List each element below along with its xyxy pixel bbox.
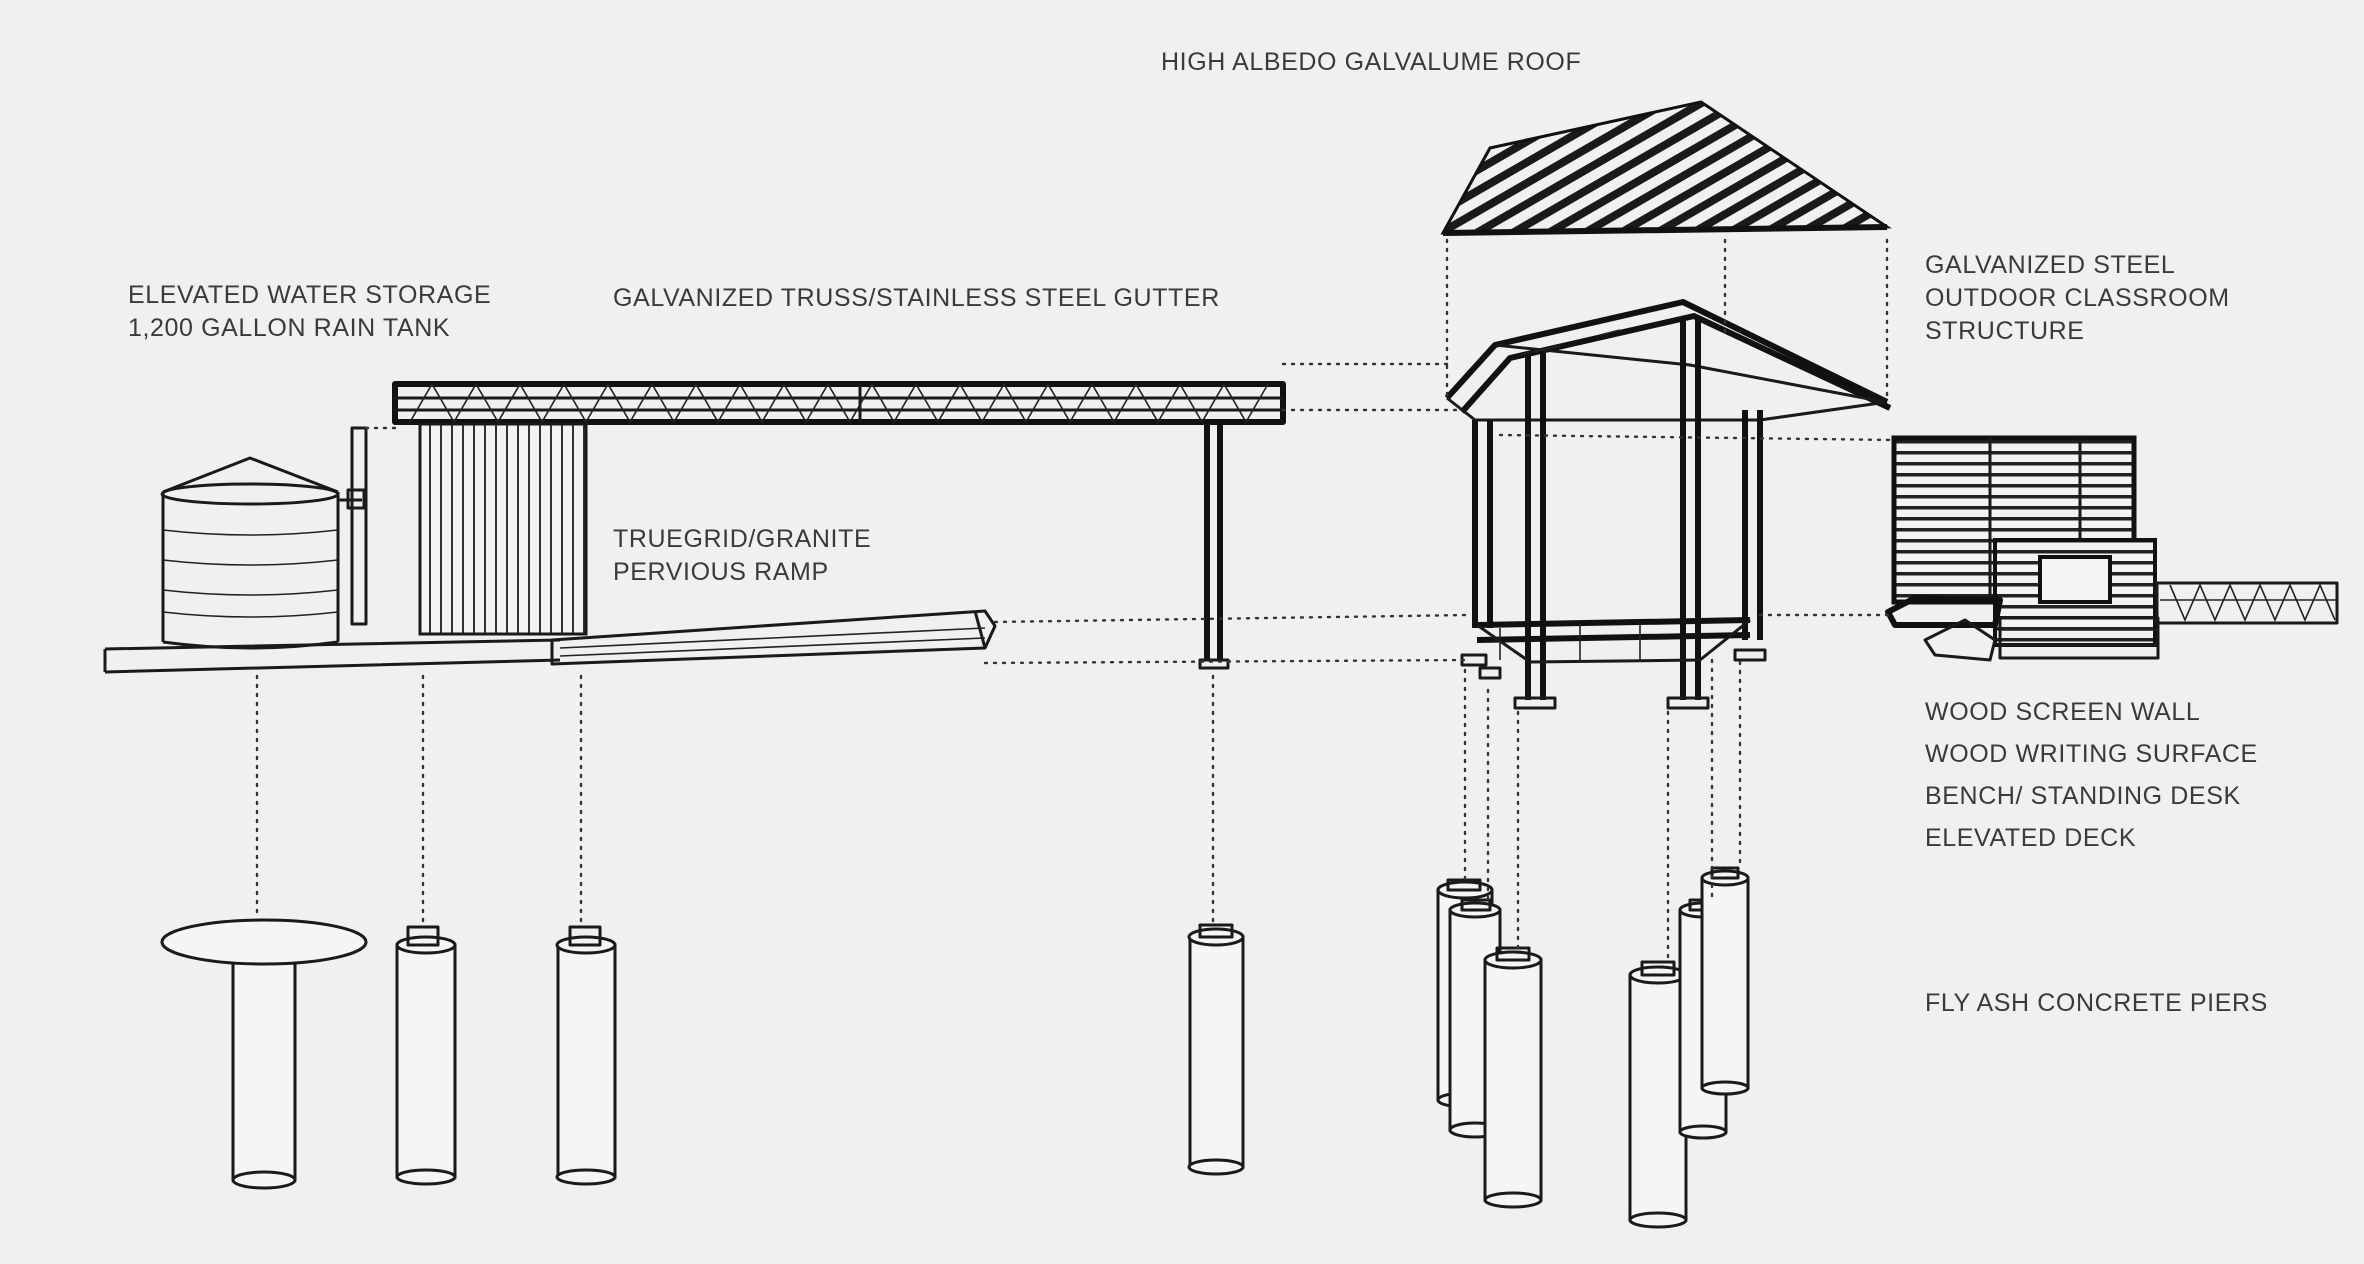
standing-desk [2155,581,2339,625]
truss-label: GALVANIZED TRUSS/STAINLESS STEEL GUTTER [613,284,1220,312]
water-storage-line-2: 1,200 GALLON RAIN TANK [128,314,451,342]
pier [1700,866,1750,1096]
structure-line-1: GALVANIZED STEEL [1925,251,2176,279]
wall-item: WOOD WRITING SURFACE [1925,740,2258,768]
water-storage-line-1: ELEVATED WATER STORAGE [128,281,492,309]
ground-line [103,638,561,674]
roof-label: HIGH ALBEDO GALVALUME ROOF [1161,48,1582,76]
structure-label: GALVANIZED STEEL OUTDOOR CLASSROOM STRUC… [1925,249,2230,348]
projection-lines [255,238,1896,964]
tank-pier [160,918,368,1190]
ramp-label: TRUEGRID/GRANITE PERVIOUS RAMP [613,523,871,589]
ramp-line-1: TRUEGRID/GRANITE [613,525,872,553]
galvalume-roof [1440,100,1892,236]
wall-item: BENCH/ STANDING DESK [1925,782,2241,810]
wall-components-label: WOOD SCREEN WALL WOOD WRITING SURFACE BE… [1925,696,2258,864]
water-storage-label: ELEVATED WATER STORAGE 1,200 GALLON RAIN… [128,279,491,345]
canopy-truss [392,381,1286,670]
pier [1628,960,1688,1229]
rain-tank [160,426,368,650]
pier [395,925,457,1186]
structure-line-3: STRUCTURE [1925,317,2085,345]
pervious-ramp [550,609,997,666]
piers-label: FLY ASH CONCRETE PIERS [1925,989,2268,1017]
wall-item: ELEVATED DECK [1925,824,2137,852]
pier [1483,946,1543,1209]
wall-item: WOOD SCREEN WALL [1925,698,2201,726]
structure-line-2: OUTDOOR CLASSROOM [1925,284,2230,312]
classroom-frame [1444,299,1892,710]
elevated-deck [1885,595,2160,662]
pier [1187,923,1245,1176]
writing-surface [1993,538,2157,647]
pier [555,925,617,1186]
ramp-line-2: PERVIOUS RAMP [613,558,829,586]
